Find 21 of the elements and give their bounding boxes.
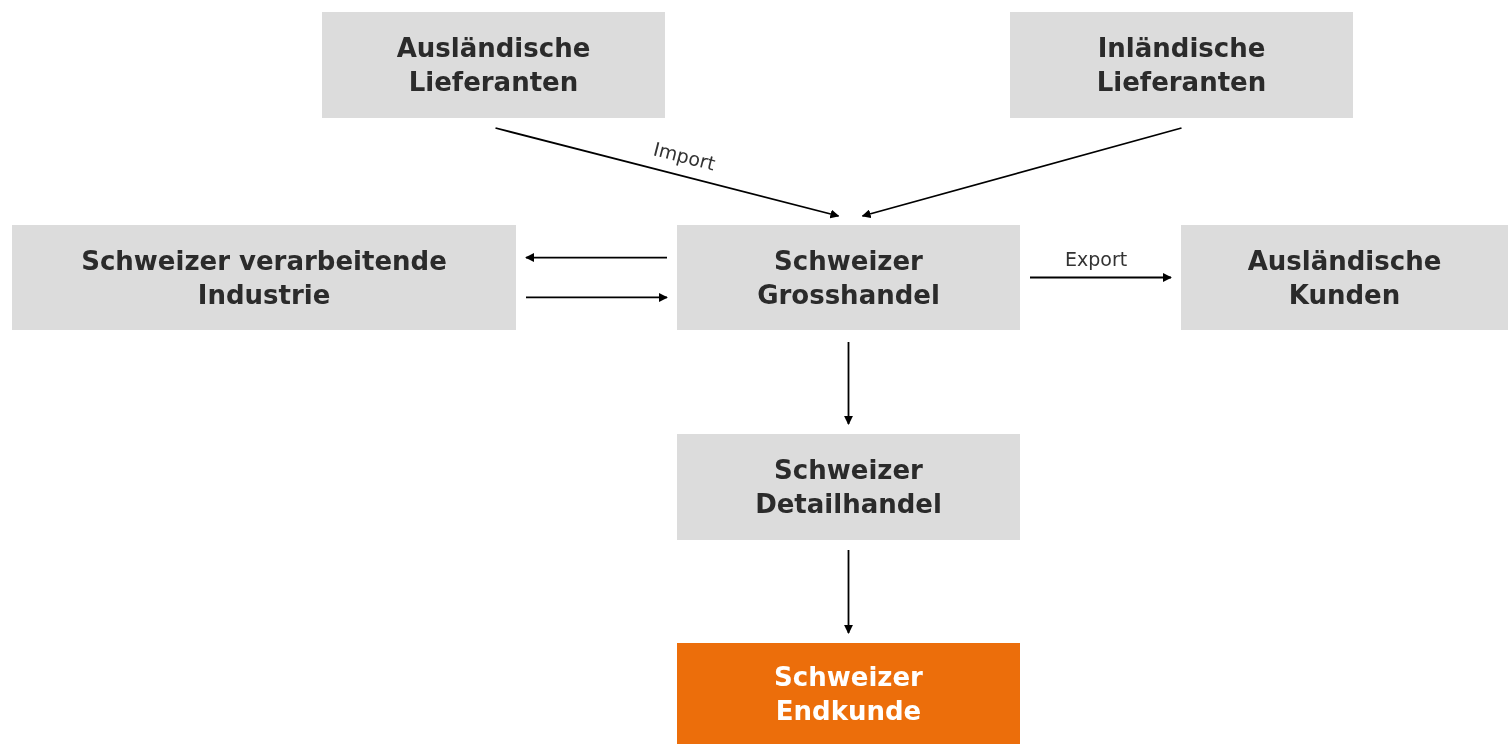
arrow	[861, 127, 1183, 219]
arrow	[844, 341, 853, 425]
process-box	[1181, 225, 1508, 330]
box-label: Ausländische Kunden	[1246, 244, 1443, 312]
box-label: Ausländische Lieferanten	[395, 32, 592, 99]
arrow	[525, 292, 668, 302]
arrow	[1029, 273, 1172, 282]
process-box	[322, 12, 665, 118]
process-box	[677, 643, 1020, 744]
box-label: Schweizer verarbeitende Industrie	[80, 244, 448, 312]
process-box	[677, 225, 1020, 330]
arrow	[525, 253, 668, 263]
box-label: Inländische Lieferanten	[1095, 32, 1268, 99]
box-label: Schweizer Grosshandel	[756, 244, 941, 312]
box-label: Schweizer Detailhandel	[754, 454, 943, 521]
process-box	[677, 434, 1020, 540]
arrow	[844, 549, 853, 634]
arrow	[494, 127, 840, 219]
process-box	[1010, 12, 1353, 118]
process-box	[12, 225, 516, 330]
box-label: Schweizer Endkunde	[773, 660, 924, 728]
